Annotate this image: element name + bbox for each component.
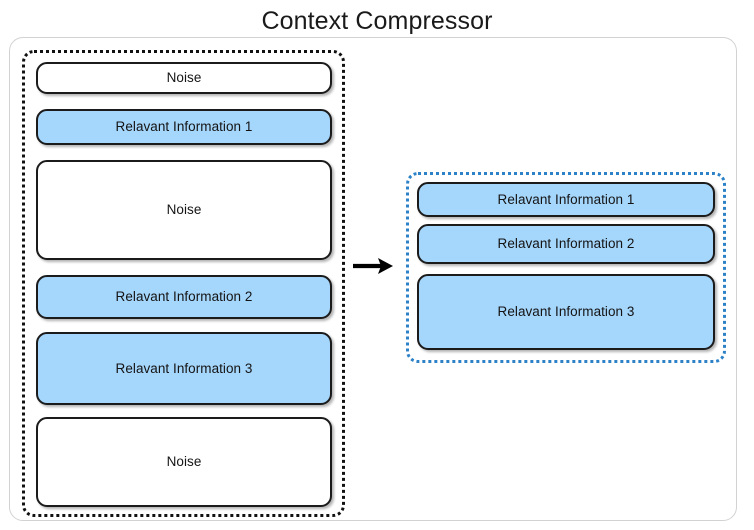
compressed-relevant-box[interactable]: Relavant Information 1: [417, 182, 715, 217]
uncompressed-box-label: Noise: [166, 70, 202, 85]
compressed-relevant-box[interactable]: Relavant Information 2: [417, 224, 715, 264]
uncompressed-relevant-box[interactable]: Relavant Information 2: [36, 275, 332, 319]
uncompressed-box-label: Relavant Information 1: [115, 119, 253, 134]
uncompressed-noise-box[interactable]: Noise: [36, 62, 332, 94]
compressed-context-group: [406, 172, 726, 363]
page-title: Context Compressor: [261, 7, 493, 35]
uncompressed-box-label: Relavant Information 3: [115, 360, 253, 376]
compressed-box-label: Relavant Information 2: [497, 236, 635, 251]
compressed-box-label: Relavant Information 1: [497, 191, 635, 207]
uncompressed-box-label: Relavant Information 2: [115, 289, 253, 304]
compression-arrow: [352, 255, 396, 277]
compressed-box-label: Relavant Information 3: [497, 304, 635, 319]
uncompressed-relevant-box[interactable]: Relavant Information 3: [36, 332, 332, 405]
uncompressed-box-label: Noise: [166, 202, 202, 217]
arrow-right-icon: [353, 258, 393, 274]
compressed-relevant-box[interactable]: Relavant Information 3: [417, 274, 715, 350]
uncompressed-noise-box[interactable]: Noise: [36, 160, 332, 260]
uncompressed-relevant-box[interactable]: Relavant Information 1: [36, 109, 332, 145]
uncompressed-box-label: Noise: [166, 454, 202, 469]
uncompressed-context-group: [22, 50, 345, 517]
uncompressed-noise-box[interactable]: Noise: [36, 417, 332, 507]
